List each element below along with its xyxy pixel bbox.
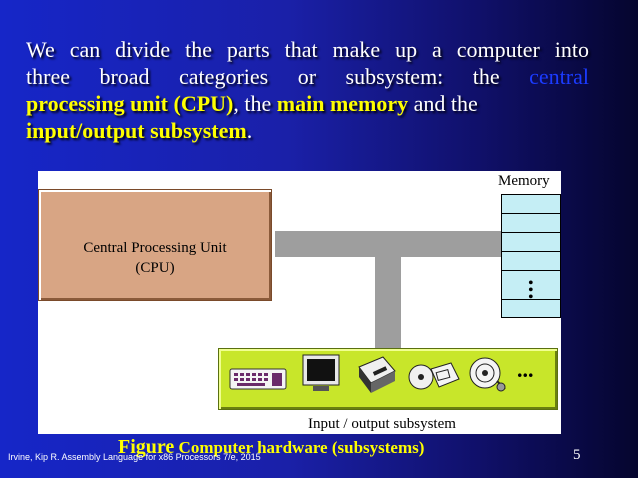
more-devices-ellipsis: ... bbox=[517, 357, 534, 382]
cpu-label-line2: (CPU) bbox=[135, 260, 175, 276]
memory-block: • • • bbox=[501, 194, 561, 318]
memory-label: Memory bbox=[498, 173, 550, 189]
figure-word: Figure bbox=[118, 436, 175, 458]
memory-ellipsis: • • • bbox=[528, 275, 534, 306]
cpu-label: Central Processing Unit (CPU) bbox=[39, 238, 271, 278]
system-bus-vertical bbox=[375, 257, 401, 349]
memory-cell bbox=[502, 299, 560, 317]
intro-line-3: processing unit (CPU), the main memory a… bbox=[26, 90, 589, 117]
disk-drive-icon bbox=[408, 362, 460, 390]
central-word: central bbox=[529, 64, 590, 89]
printer-icon bbox=[358, 356, 396, 393]
intro-line-4-end: . bbox=[246, 118, 253, 143]
memory-cell bbox=[502, 195, 560, 214]
tape-drive-icon bbox=[469, 357, 506, 392]
io-subsystem-label: Input / output subsystem bbox=[308, 416, 456, 432]
intro-line-2: three broad categories or subsystem: the… bbox=[26, 63, 589, 90]
memory-cell bbox=[502, 252, 560, 271]
monitor-icon bbox=[302, 354, 340, 391]
system-bus-horizontal bbox=[275, 231, 501, 257]
computer-hardware-diagram: Central Processing Unit (CPU) Memory • •… bbox=[38, 171, 561, 434]
citation-footer: Irvine, Kip R. Assembly Language for x86… bbox=[8, 452, 261, 462]
cpu-box: Central Processing Unit (CPU) bbox=[38, 189, 272, 301]
io-subsystem-box: ... bbox=[218, 348, 558, 410]
intro-line-3-end: and the bbox=[413, 91, 478, 116]
cpu-term: processing unit (CPU) bbox=[26, 91, 234, 116]
memory-cell bbox=[502, 233, 560, 252]
page-number: 5 bbox=[573, 447, 581, 463]
io-subsystem-term: input/output subsystem bbox=[26, 118, 247, 143]
intro-line-1: We can divide the parts that make up a c… bbox=[26, 37, 589, 62]
intro-line-2-text: three broad categories or subsystem: the bbox=[26, 64, 500, 89]
intro-paragraph: We can divide the parts that make up a c… bbox=[26, 36, 589, 144]
figure-caption-text: Computer hardware (subsystems) bbox=[178, 438, 425, 457]
memory-cell bbox=[502, 214, 560, 233]
main-memory-term: main memory bbox=[276, 91, 409, 116]
figure-caption: Figure Computer hardware (subsystems) bbox=[118, 436, 424, 459]
intro-line-3-sep: , the bbox=[233, 91, 272, 116]
keyboard-icon bbox=[229, 368, 287, 390]
intro-line-4: input/output subsystem. bbox=[26, 117, 589, 144]
cpu-label-line1: Central Processing Unit bbox=[83, 240, 227, 256]
